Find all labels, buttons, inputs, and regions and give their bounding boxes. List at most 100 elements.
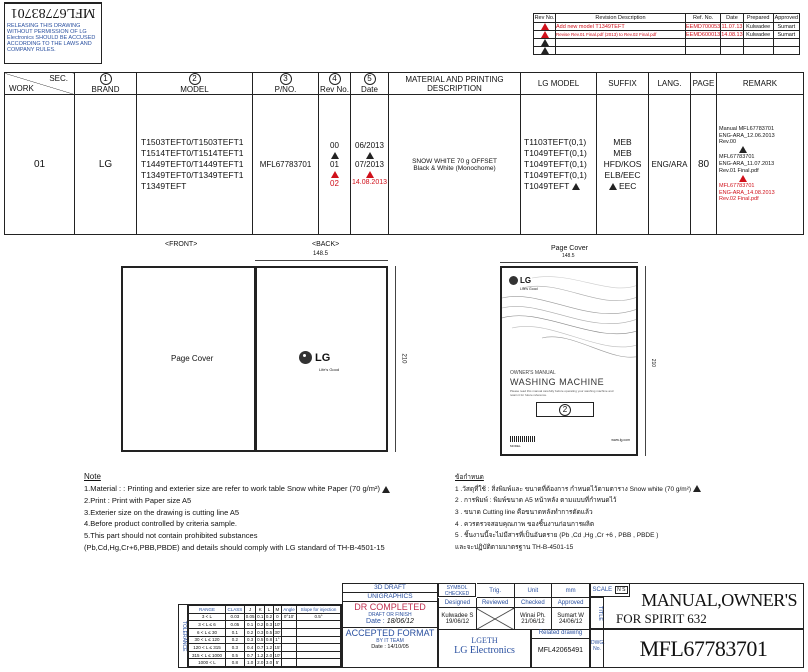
table-cell: Angle <box>281 605 297 614</box>
table-cell: Winai Ph. <box>520 612 546 619</box>
back-width-dim: 148.5 <box>313 251 329 257</box>
head-lang: LANG. <box>648 72 691 95</box>
table-cell: 01 <box>330 159 339 169</box>
cover-logo-tagline: Life's Good <box>520 287 538 291</box>
table-cell: 1° <box>272 635 283 645</box>
table-cell: 0.1 <box>243 620 257 629</box>
thai-notes-title: ข้อกำหนด <box>455 474 484 481</box>
table-cell: 3.0 <box>264 658 274 667</box>
page-cover-label: Page Cover <box>171 354 214 363</box>
rev-triangle-icon <box>330 170 339 178</box>
rev-cell: 00 01 02 <box>318 94 351 235</box>
head-lgmodel: LG MODEL <box>520 72 597 95</box>
table-cell: 1.0 <box>243 658 257 667</box>
table-cell: Date <box>361 85 378 94</box>
table-cell: 0.2 <box>243 627 257 637</box>
cover-height-line <box>645 266 646 456</box>
cover-width-line <box>500 262 638 263</box>
table-cell: Date : <box>366 618 385 625</box>
table-cell: 0.3 <box>255 627 266 637</box>
symbol-checked-cell: SYMBOL CHECKED <box>438 583 476 597</box>
cover-marker: 2 <box>559 404 571 416</box>
table-cell <box>281 620 297 629</box>
notes-thai: ข้อกำหนด 1 .วัสดุที่ใช้ : สิ่งพิมพ์และ ข… <box>455 472 795 554</box>
thai-note-line: 2 . การพิมพ์ : พิมพ์ขนาด A5 หน้าหลัง ตาม… <box>455 497 617 505</box>
table-cell: 2.0 <box>255 658 266 667</box>
table-cell: Manual MFL67783701 <box>719 125 775 132</box>
revision-triangle-icon <box>540 39 549 46</box>
by-it-team: BY IT TEAM <box>376 638 404 644</box>
table-cell: BRAND <box>91 85 120 94</box>
note-line: 3.Exterier size on the drawing is cuttin… <box>84 507 240 517</box>
related-label: Related drawing <box>532 630 589 639</box>
note-line: 4.Before product controlled by criteria … <box>84 519 237 529</box>
table-cell: 06/2013 <box>355 141 384 151</box>
cover-url: www.lg.com <box>611 438 630 442</box>
reviewed-label: Reviewed <box>475 597 515 608</box>
table-cell: 0.3 <box>264 620 274 629</box>
rev-row: Add new model T1349TEFT EEMD700053 11.07… <box>533 22 801 31</box>
table-cell: T1049TEFT(0,1) <box>524 170 587 181</box>
table-cell: 02 <box>330 178 339 188</box>
reviewer-cell <box>475 607 515 630</box>
table-cell: 2 <box>188 73 201 85</box>
lg-logo-tagline: Life's Good <box>319 367 340 372</box>
cover-lg-logo: LG <box>509 276 531 285</box>
table-cell: MEB <box>613 136 632 147</box>
table-cell: 10' <box>272 650 283 660</box>
revision-triangle-icon <box>540 23 549 30</box>
table-cell: 0.5 <box>255 635 266 645</box>
table-cell: 0.7 <box>255 643 266 652</box>
rev-triangle-icon <box>608 183 617 191</box>
cover-logo-text: LG <box>520 276 532 285</box>
rev-prep: Kulwadee <box>742 22 774 31</box>
accepted-date: Date : 14/10/05 <box>371 644 409 650</box>
page-cover-title: Page Cover <box>551 245 588 252</box>
rev-ref: EEMD700053 <box>684 22 722 31</box>
rev-appr: Sumart <box>772 30 801 39</box>
front-page: Page Cover <box>121 266 256 452</box>
rev-triangle-icon <box>365 171 374 179</box>
rev-triangle-icon <box>739 174 747 182</box>
draft-finish: DRAFT OR FINISH <box>368 612 412 618</box>
revision-table: Rev No. Revision Description Ref. No. Da… <box>533 13 801 55</box>
thai-note-line: และจะปฏิบัติตามมาตรฐาน TH-B-4501-15 <box>455 544 574 552</box>
table-cell <box>295 643 342 652</box>
table-cell: Rev.01 Final.pdf <box>719 167 759 174</box>
rev-date: 11.07.13 <box>720 22 744 31</box>
table-cell: T1349TEFT <box>141 181 187 192</box>
tolerance-side-label: TOLERANCE <box>179 605 188 667</box>
table-cell: T1103TEFT(0,1) <box>524 136 587 147</box>
cover-title: WASHING MACHINE <box>510 377 605 387</box>
lg-logo-icon <box>299 351 312 364</box>
cover-subtitle: OWNER'S MANUAL <box>510 370 556 376</box>
table-cell <box>295 658 342 667</box>
cover-swirl-graphic <box>502 276 636 358</box>
front-label: <FRONT> <box>165 241 198 248</box>
table-cell <box>281 658 297 667</box>
rev-desc: Revise Rev.01 Final.pdf (2013) to Rev.02… <box>555 30 686 39</box>
head-material: MATERIAL AND PRINTING DESCRIPTION <box>388 72 521 95</box>
table-cell: ENG-ARA_12.06.2013 <box>719 132 775 139</box>
rev-prep: Kulwadee <box>742 30 774 39</box>
table-cell: T1449TEFT0/T1449TEFT1 <box>141 158 244 169</box>
table-cell: 4 <box>328 73 341 85</box>
rev-head-ref: Ref. No. <box>684 13 722 23</box>
note-line: (Pb,Cd,Hg,Cr+6,PBB,PBDE) and details sho… <box>84 542 385 552</box>
stamp-notice: RELEASING THIS DRAWING WITHOUT PERMISSIO… <box>7 23 96 54</box>
table-cell: T1049TEFT <box>524 181 570 192</box>
dwg-no-label: DWG. No. <box>590 629 605 668</box>
unigraphics: UNIGRAPHICS <box>343 593 437 602</box>
table-cell <box>295 620 342 629</box>
table-cell: K <box>255 605 266 614</box>
cover-page: LG Life's Good OWNER'S MANUAL WASHING MA… <box>500 266 638 456</box>
table-cell: 15' <box>272 643 283 652</box>
table-cell: T1049TEFT(0,1) <box>524 147 587 158</box>
brand-cell: LG <box>74 94 137 235</box>
back-width-line <box>255 260 388 261</box>
